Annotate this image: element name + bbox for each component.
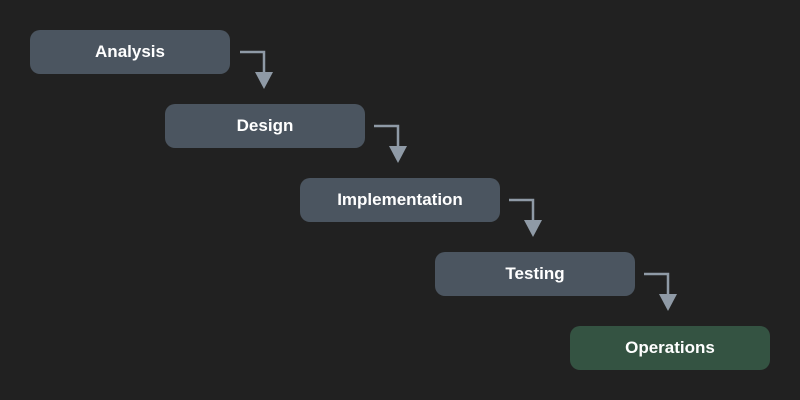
step-testing: Testing <box>435 252 635 296</box>
arrow-implementation-to-testing <box>509 198 542 237</box>
step-implementation: Implementation <box>300 178 500 222</box>
step-label: Design <box>236 116 294 135</box>
step-label: Analysis <box>95 42 165 61</box>
step-design: Design <box>165 104 365 148</box>
arrow-testing-to-operations <box>644 272 677 311</box>
step-label: Operations <box>625 338 715 357</box>
step-analysis: Analysis <box>30 30 230 74</box>
arrow-design-to-implementation <box>374 124 407 163</box>
step-label: Testing <box>505 264 565 283</box>
step-label: Implementation <box>337 190 463 209</box>
arrow-analysis-to-design <box>240 50 273 89</box>
step-operations: Operations <box>570 326 770 370</box>
